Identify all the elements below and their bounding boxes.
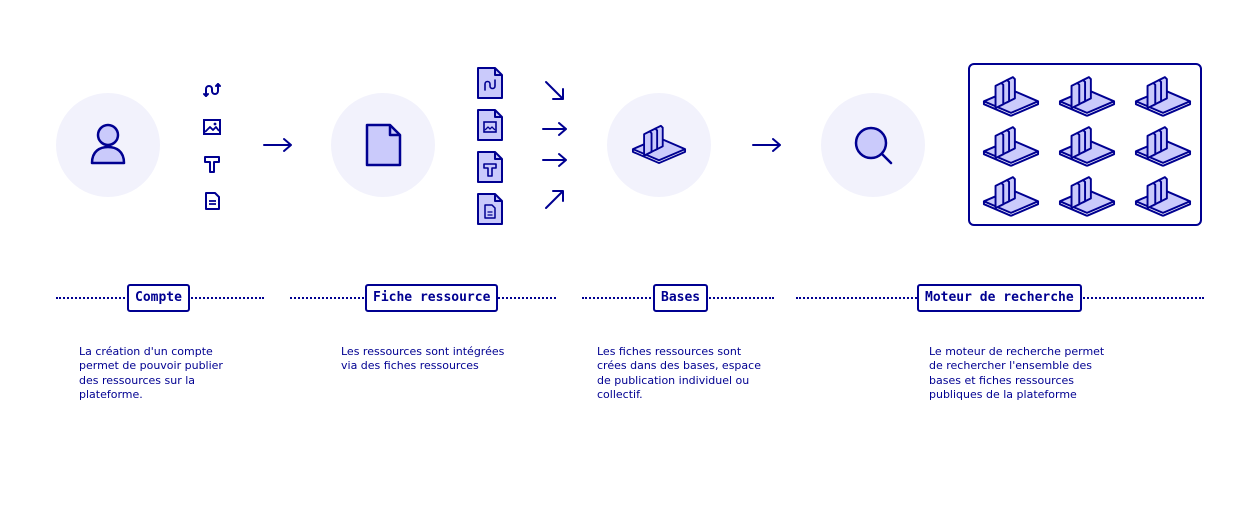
text-icon (204, 156, 220, 173)
step-description-compte: La création d'un compte permet de pouvoi… (79, 345, 223, 401)
arrow-down-right-icon (545, 81, 564, 100)
step-label-moteur: Moteur de recherche (917, 284, 1082, 312)
text-document-icon (475, 150, 505, 184)
step-description-moteur: Le moteur de recherche permet de recherc… (929, 345, 1105, 401)
step-description-bases: Les fiches ressources sont crées dans de… (597, 345, 761, 401)
user-icon (90, 123, 126, 165)
base-stack-icon (982, 174, 1040, 217)
link-document-icon (475, 66, 505, 100)
arrow-right-icon (752, 138, 781, 152)
arrow-right-icon (263, 138, 292, 152)
base-stack-icon (1058, 174, 1116, 217)
base-stack-icon (631, 124, 687, 164)
step-compte-circle (56, 93, 160, 197)
bases-grid (968, 63, 1202, 226)
base-stack-icon (1058, 74, 1116, 117)
base-stack-icon (982, 74, 1040, 117)
image-document-icon (475, 108, 505, 142)
search-icon (854, 126, 893, 165)
step-label-bases: Bases (653, 284, 709, 312)
base-stack-icon (1058, 124, 1116, 167)
image-icon (203, 119, 221, 135)
base-stack-icon (982, 124, 1040, 167)
step-label-fiche-ressource: Fiche ressource (365, 284, 499, 312)
step-bases-circle (607, 93, 711, 197)
base-stack-icon (1134, 74, 1192, 117)
arrow-right-icon (542, 153, 567, 167)
file-text-icon (205, 192, 220, 210)
step-search-circle (821, 93, 925, 197)
link-icon (203, 83, 221, 97)
arrow-up-right-icon (545, 190, 564, 209)
step-description-fiche-ressource: Les ressources sont intégrées via des fi… (341, 345, 505, 373)
base-stack-icon (1134, 124, 1192, 167)
file-document-icon (475, 192, 505, 226)
step-fiche-circle (331, 93, 435, 197)
base-stack-icon (1134, 174, 1192, 217)
arrow-right-icon (542, 122, 567, 136)
document-icon (365, 123, 402, 167)
step-label-compte: Compte (127, 284, 190, 312)
